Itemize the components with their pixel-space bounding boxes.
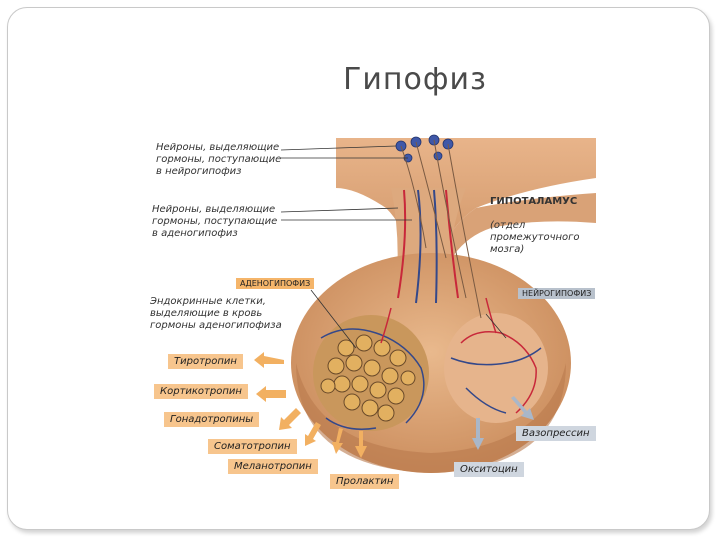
hormone-prolactin: Пролактин — [330, 474, 400, 489]
neuro-hormone-arrows — [472, 396, 534, 450]
hypothalamus-subtitle: (отдел промежуточного мозга) — [490, 220, 580, 255]
hormone-melanotropin: Меланотропин — [228, 459, 318, 474]
endocrine-cells — [320, 334, 416, 422]
hypothalamus-tissue — [336, 138, 596, 268]
neuro-vessels — [450, 297, 542, 414]
hypothalamus-lower-fold — [436, 193, 596, 268]
neuron-axons — [400, 139, 482, 319]
adeno-hormone-arrows — [254, 352, 367, 458]
tag-neurohypophysis: НЕЙРОГИПОФИЗ — [518, 288, 596, 299]
hormone-vasopressin: Вазопрессин — [516, 426, 596, 441]
label-neurons-adenohypophysis: Нейроны, выделяющие гормоны, поступающие… — [152, 204, 278, 239]
pituitary-illustration — [254, 134, 596, 473]
hormone-oxytocin: Окситоцин — [454, 462, 524, 477]
label-hypothalamus: ГИПОТАЛАМУС (отдел промежуточного мозга) — [490, 184, 580, 256]
hormone-gonadotropins: Гонадотропины — [164, 412, 260, 427]
adeno-vessels — [320, 307, 425, 430]
label-endocrine-cells: Эндокринные клетки, выделяющие в кровь г… — [150, 296, 282, 331]
portal-vessels — [397, 189, 459, 304]
hypothalamus-title: ГИПОТАЛАМУС — [490, 196, 578, 207]
pituitary-diagram: Нейроны, выделяющие гормоны, поступающие… — [146, 128, 606, 498]
label-neurons-neurohypophysis: Нейроны, выделяющие гормоны, поступающие… — [156, 142, 282, 177]
gland-shadow — [296, 363, 566, 473]
leader-lines — [280, 145, 507, 349]
hormone-tyrotropin: Тиротропин — [168, 354, 243, 369]
hormone-corticotropin: Кортикотропин — [154, 384, 248, 399]
slide-title: Гипофиз — [343, 62, 487, 97]
tag-adenohypophysis: АДЕНОГИПОФИЗ — [236, 278, 315, 289]
neurohypophysis — [444, 313, 548, 423]
hormone-somatotropin: Соматотропин — [208, 439, 297, 454]
